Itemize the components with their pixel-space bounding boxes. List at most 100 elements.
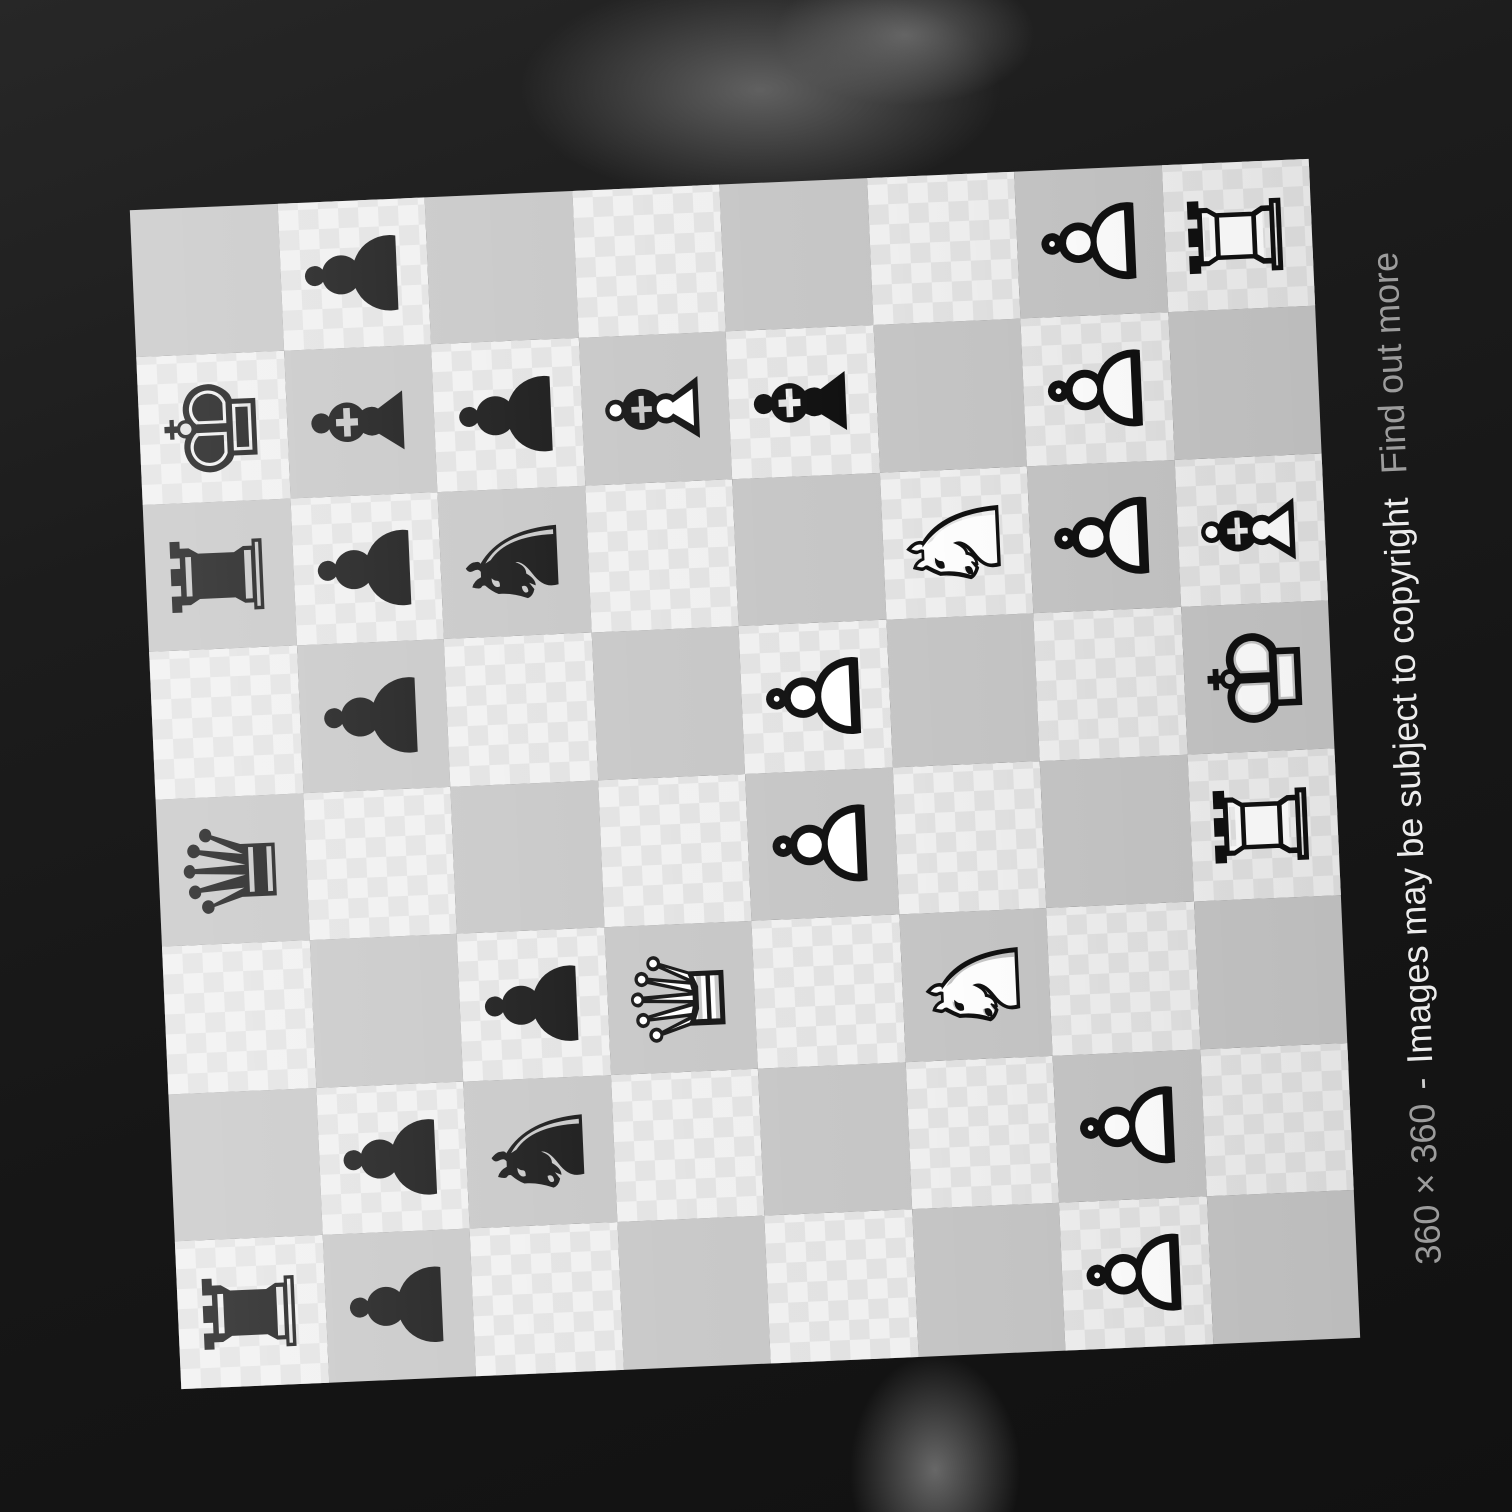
piece-outline: ♙︎ <box>1059 1213 1212 1334</box>
piece-fill: ♞︎ <box>437 502 590 623</box>
image-preview-panel: ♜︎♛︎♜︎♚︎♟︎♟︎♟︎♟︎♝︎♟︎♞︎♟︎♞︎♟︎♛︎♕︎♝︎♗︎♟︎♙︎… <box>129 158 1449 1390</box>
square-h8 <box>129 203 284 358</box>
square-g7: ♝︎ <box>283 344 438 499</box>
piece-outline: ♙︎ <box>1020 329 1173 450</box>
square-b6: ♞︎ <box>463 1075 617 1229</box>
chessboard-preview-image[interactable]: ♜︎♛︎♜︎♚︎♟︎♟︎♟︎♟︎♝︎♟︎♞︎♟︎♞︎♟︎♛︎♕︎♝︎♗︎♟︎♙︎… <box>129 158 1361 1390</box>
square-e8 <box>149 645 303 800</box>
white-pawn-icon: ♟︎♙︎ <box>1053 1049 1207 1203</box>
black-pawn-icon: ♟︎ <box>296 640 450 794</box>
square-c7 <box>309 934 464 1089</box>
piece-fill: ♟︎ <box>431 355 584 475</box>
piece-outline: ♙︎ <box>1053 1066 1206 1187</box>
square-b3 <box>905 1055 1060 1210</box>
square-a6 <box>469 1222 624 1377</box>
black-knight-icon: ♞︎ <box>437 486 591 640</box>
square-c4 <box>751 914 906 1069</box>
square-h4 <box>719 178 874 332</box>
piece-outline: ♔︎ <box>1181 617 1334 738</box>
white-queen-icon: ♛︎♕︎ <box>604 921 758 1075</box>
square-b4 <box>757 1062 912 1217</box>
piece-fill: ♟︎ <box>290 509 443 629</box>
square-e5 <box>591 626 745 781</box>
find-out-more-link[interactable]: Find out more <box>1363 251 1415 475</box>
square-c3: ♞︎♘︎ <box>898 908 1053 1063</box>
square-b1 <box>1199 1042 1354 1197</box>
square-g5: ♝︎♗︎ <box>578 331 733 486</box>
black-pawn-icon: ♟︎ <box>277 197 431 351</box>
white-pawn-icon: ♟︎♙︎ <box>745 768 899 922</box>
piece-fill: ♟︎ <box>322 1246 475 1366</box>
white-knight-icon: ♞︎♘︎ <box>899 908 1053 1062</box>
square-a4 <box>764 1209 919 1364</box>
piece-fill: ♟︎ <box>316 1098 469 1219</box>
image-dimensions: 360 × 360 <box>1401 1102 1450 1266</box>
piece-fill: ♜︎ <box>143 515 295 636</box>
piece-outline: ♙︎ <box>739 637 892 758</box>
piece-fill: ♟︎ <box>296 656 449 777</box>
black-bishop-icon: ♝︎ <box>284 345 438 499</box>
square-d8: ♛︎ <box>155 793 310 948</box>
piece-outline: ♗︎ <box>578 348 731 469</box>
square-e4: ♟︎♙︎ <box>738 620 893 774</box>
square-h2: ♟︎♙︎ <box>1013 165 1168 320</box>
square-g1 <box>1167 306 1322 460</box>
square-h6 <box>424 190 579 345</box>
square-a1 <box>1206 1190 1361 1345</box>
white-bishop-icon: ♝︎♗︎ <box>578 332 732 486</box>
square-c5: ♛︎♕︎ <box>604 921 758 1076</box>
square-g8: ♚︎ <box>136 351 291 506</box>
piece-fill: ♟︎ <box>277 214 430 334</box>
square-d1: ♜︎♖︎ <box>1187 748 1341 903</box>
piece-outline: ♗︎ <box>1174 470 1327 591</box>
square-c8 <box>161 940 316 1095</box>
square-f7: ♟︎ <box>290 492 444 646</box>
black-queen-icon: ♛︎ <box>156 793 310 947</box>
white-knight-icon: ♞︎♘︎ <box>879 466 1033 620</box>
black-pawn-icon: ♟︎ <box>431 338 585 492</box>
square-h3 <box>866 171 1021 326</box>
square-h1: ♜︎♖︎ <box>1161 158 1316 313</box>
square-f3: ♞︎♘︎ <box>879 466 1034 621</box>
piece-fill: ♞︎ <box>463 1092 616 1212</box>
piece-fill: ♝︎ <box>726 342 878 463</box>
white-rook-icon: ♜︎♖︎ <box>1161 159 1315 313</box>
square-h7: ♟︎ <box>277 197 431 352</box>
white-king-icon: ♚︎♔︎ <box>1181 601 1335 755</box>
white-pawn-icon: ♟︎♙︎ <box>1059 1197 1213 1351</box>
square-f5 <box>584 479 739 634</box>
square-g3 <box>873 319 1027 473</box>
square-b8 <box>168 1088 323 1242</box>
piece-outline: ♙︎ <box>1027 477 1180 598</box>
piece-outline: ♙︎ <box>745 784 898 905</box>
piece-fill: ♝︎ <box>284 362 436 482</box>
square-a7: ♟︎ <box>322 1228 477 1383</box>
square-d7 <box>302 786 457 941</box>
square-f6: ♞︎ <box>437 485 592 640</box>
piece-fill: ♛︎ <box>156 810 308 930</box>
black-pawn-icon: ♟︎ <box>290 492 444 646</box>
black-rook-icon: ♜︎ <box>175 1235 329 1389</box>
square-e6 <box>443 633 598 787</box>
square-b7: ♟︎ <box>315 1081 470 1236</box>
piece-outline: ♕︎ <box>604 938 757 1059</box>
caption-separator: - <box>1399 1076 1442 1091</box>
square-c1 <box>1193 895 1348 1050</box>
square-c6: ♟︎ <box>456 927 611 1082</box>
piece-outline: ♙︎ <box>1014 182 1167 303</box>
piece-fill: ♚︎ <box>136 368 289 488</box>
square-d2 <box>1039 754 1194 909</box>
square-e3 <box>885 613 1040 768</box>
square-d5 <box>597 774 752 928</box>
square-h5 <box>571 184 726 339</box>
white-bishop-icon: ♝︎♗︎ <box>1174 454 1328 608</box>
square-g6: ♟︎ <box>430 338 585 493</box>
piece-outline: ♖︎ <box>1187 765 1340 886</box>
square-c2 <box>1046 902 1200 1056</box>
white-pawn-icon: ♟︎♙︎ <box>1014 165 1168 319</box>
piece-outline: ♖︎ <box>1161 175 1314 296</box>
piece-outline: ♘︎ <box>899 925 1052 1046</box>
white-pawn-icon: ♟︎♙︎ <box>1020 313 1174 467</box>
black-pawn-icon: ♟︎ <box>316 1082 470 1236</box>
square-b2: ♟︎♙︎ <box>1052 1049 1207 1204</box>
